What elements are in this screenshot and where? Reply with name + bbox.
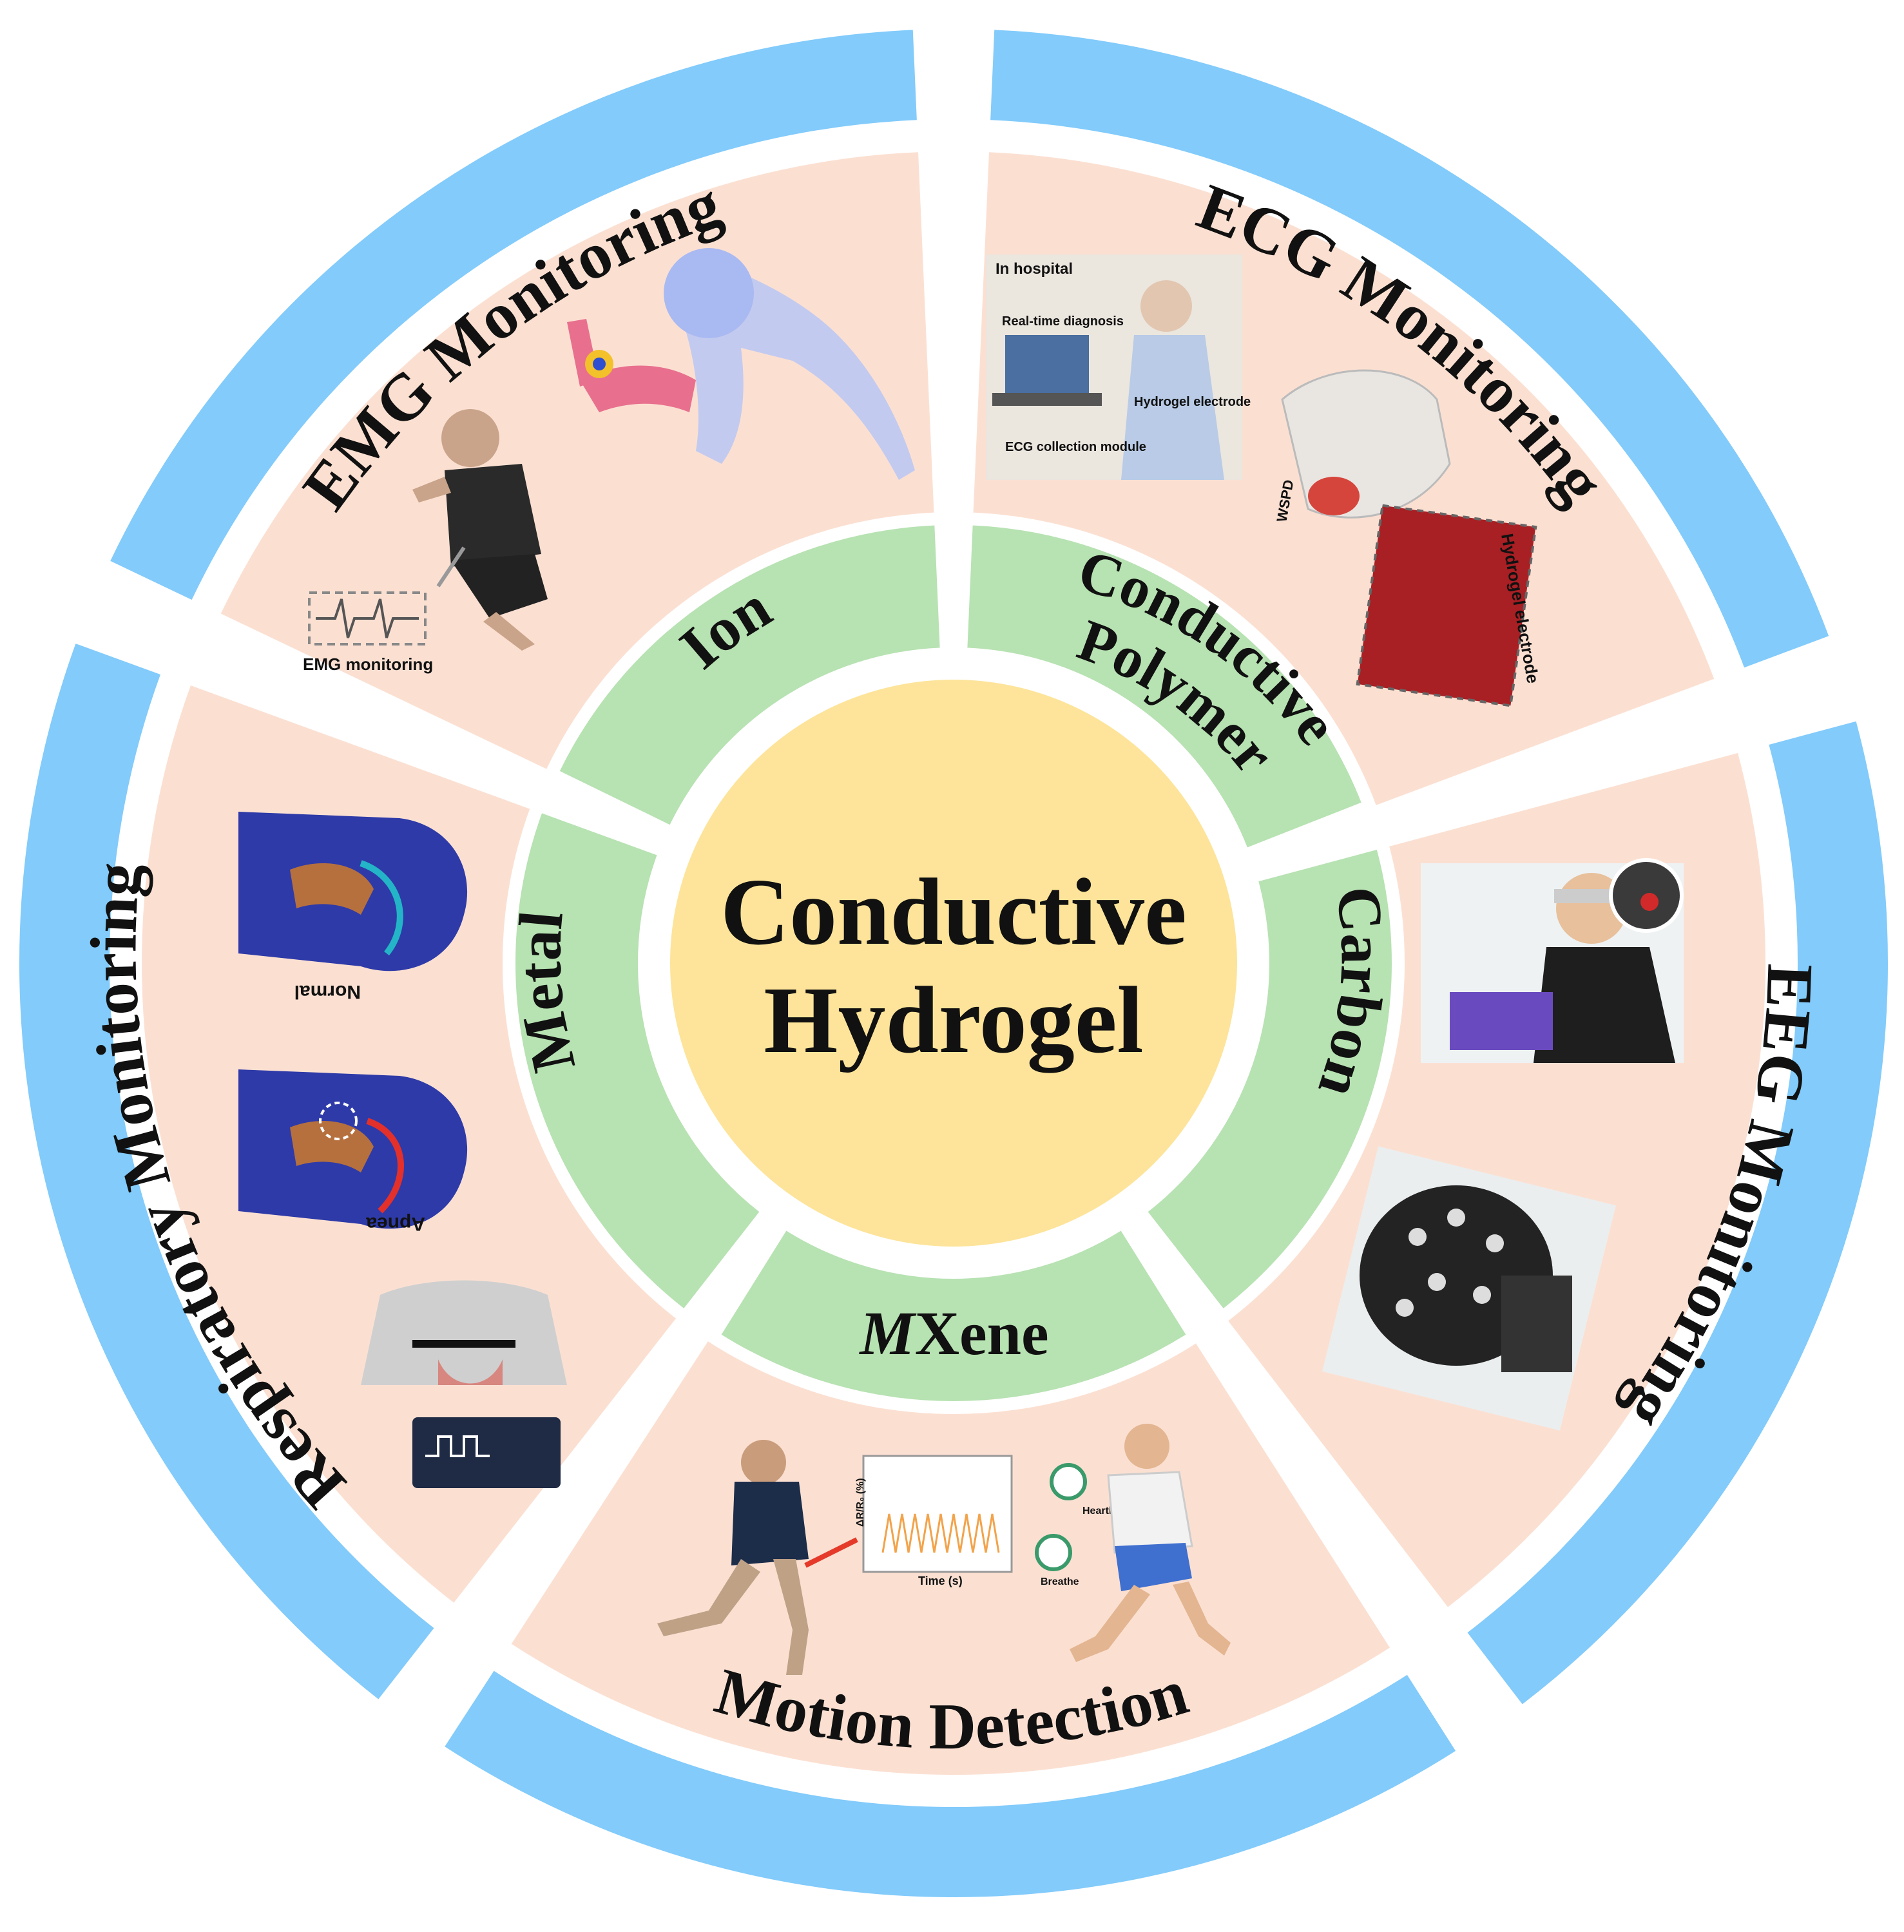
- ecg-text-realtime: Real-time diagnosis: [1002, 314, 1124, 329]
- ecg-laptop-base: [992, 393, 1102, 406]
- emg-caption: EMG monitoring: [303, 655, 433, 674]
- center-title-line2: Hydrogel: [764, 968, 1143, 1073]
- outer-sector-ecg: [990, 30, 1829, 668]
- resp-airflow-apnea: [366, 1118, 404, 1214]
- emg-arrow: [436, 546, 466, 588]
- motion-runner2-head: [1124, 1424, 1169, 1469]
- motion-runner2-leg-back: [1070, 1585, 1150, 1662]
- eeg-cap-electrode: [1409, 1228, 1427, 1246]
- emg-runner-leg: [483, 612, 535, 651]
- outer-sector-eeg: [1467, 721, 1888, 1705]
- outer-sector-emg: [110, 30, 917, 600]
- resp-text-apnea: Apnea: [366, 1213, 425, 1234]
- outer-sector-motion: [445, 1670, 1456, 1897]
- emg-runner-shorts: [451, 554, 548, 618]
- emg-runner-head: [441, 409, 499, 467]
- ecg-mouse-heart: [1308, 477, 1360, 515]
- motion-text-yaxis: ΔR/R₀ (%): [855, 1478, 866, 1527]
- emg-signal-trace: [316, 598, 419, 638]
- ecg-patient-body: [1121, 335, 1224, 480]
- motion-runner1-jacket: [731, 1482, 809, 1565]
- ecg-text-module: ECG collection module: [1005, 440, 1146, 454]
- motion-runner2-leg-front: [1173, 1582, 1231, 1656]
- motion-runner1-leg-back: [657, 1559, 760, 1636]
- eeg-person-shirt: [1534, 947, 1675, 1063]
- ecg-inset-photo: [1357, 505, 1536, 706]
- inner-sector-metal: [515, 813, 760, 1308]
- emg-signal-box: [308, 591, 427, 646]
- resp-obstruction: [319, 1102, 358, 1140]
- emg-sensor-core: [593, 358, 606, 370]
- resp-airway-apnea: [290, 1121, 374, 1172]
- emg-runner-shirt: [445, 464, 541, 567]
- eeg-cap-electrode: [1396, 1299, 1414, 1317]
- motion-runner2-shirt: [1107, 1471, 1193, 1554]
- eeg-amplifier: [1501, 1276, 1572, 1372]
- resp-monitor-trace: [425, 1435, 490, 1457]
- center-title-line1: Conductive: [720, 859, 1187, 965]
- eeg-cap-electrode: [1428, 1273, 1446, 1291]
- resp-airflow-normal: [360, 860, 403, 956]
- center-circle: [670, 680, 1237, 1247]
- resp-monitor: [412, 1417, 561, 1488]
- motion-chart-trace: [881, 1513, 1000, 1553]
- eeg-cap-electrode: [1486, 1234, 1504, 1252]
- inner-sector-polymer: [967, 525, 1361, 848]
- motion-runner2-shorts: [1115, 1543, 1192, 1591]
- motion-breathe-icon: [1035, 1534, 1072, 1571]
- resp-airway-normal: [290, 863, 374, 915]
- ecg-text-hospital: In hospital: [995, 260, 1073, 278]
- inner-sector-mxene: [721, 1230, 1186, 1401]
- eeg-cap-electrode: [1447, 1209, 1465, 1227]
- ecg-patient-head: [1140, 280, 1192, 332]
- resp-lungs: [438, 1359, 503, 1385]
- motion-runner1-head: [741, 1440, 786, 1485]
- inner-sector-ion: [559, 525, 940, 825]
- resp-torso: [361, 1280, 567, 1385]
- motion-text-breathe: Breathe: [1041, 1576, 1079, 1587]
- motion-runner1-leg-front: [773, 1559, 809, 1675]
- resp-text-normal: Normal: [294, 981, 361, 1002]
- motion-text-xaxis: Time (s): [918, 1574, 963, 1587]
- emg-runner-arm: [412, 477, 451, 502]
- outer-sector-respiratory: [19, 644, 434, 1699]
- inner-sector-carbon: [1148, 850, 1392, 1308]
- emg-body-arm: [580, 365, 696, 412]
- ecg-laptop-screen: [1005, 335, 1089, 393]
- ecg-text-electrode: Hydrogel electrode: [1134, 395, 1251, 409]
- motion-heartbeat-icon: [1050, 1463, 1087, 1500]
- resp-belt: [412, 1340, 515, 1348]
- eeg-inset-led: [1640, 893, 1659, 911]
- motion-arrow: [804, 1537, 858, 1568]
- emg-body-head: [664, 248, 754, 338]
- eeg-laptop-screen: [1450, 992, 1553, 1050]
- inner-label-mxene: MXene: [858, 1299, 1048, 1368]
- motion-chart: [862, 1455, 1013, 1573]
- eeg-cap-electrode: [1473, 1286, 1491, 1304]
